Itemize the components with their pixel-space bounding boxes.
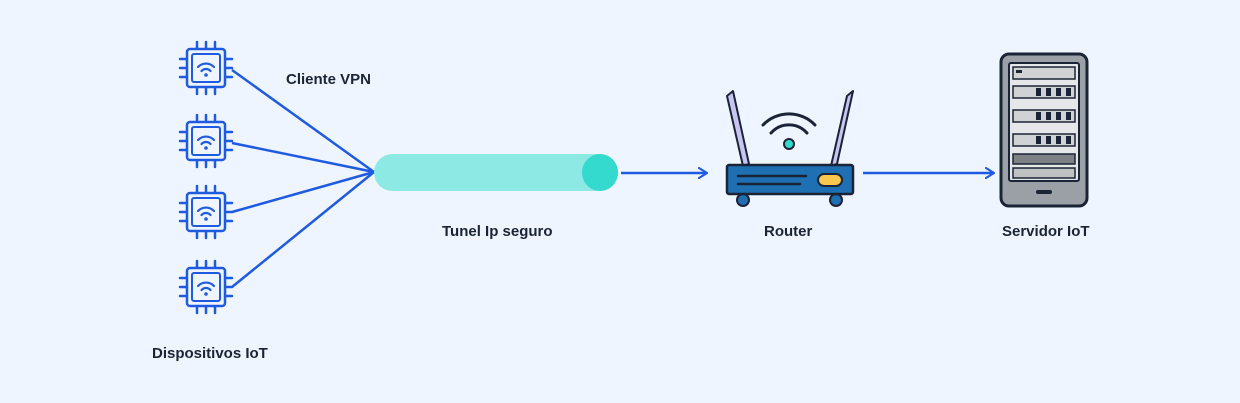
router-label: Router [764,223,813,240]
connection-line [231,141,375,174]
wifi-router-icon [725,90,855,207]
connection-line [231,171,375,288]
iot-chip-wifi-icon [178,184,234,240]
connection-line [231,170,375,214]
iot-server-label: Servidor IoT [1002,223,1090,240]
iot-devices-label: Dispositivos IoT [152,345,268,362]
server-rack-icon [999,52,1089,208]
device-connections [231,68,375,288]
secure-tunnel-label: Tunel Ip seguro [442,223,553,240]
iot-devices [178,40,234,315]
iot-chip-wifi-icon [178,259,234,315]
tunnel-cylinder-icon [374,154,618,191]
iot-chip-wifi-icon [178,40,234,96]
connection-line [231,68,375,174]
iot-chip-wifi-icon [178,113,234,169]
vpn-client-label: Cliente VPN [286,71,372,88]
